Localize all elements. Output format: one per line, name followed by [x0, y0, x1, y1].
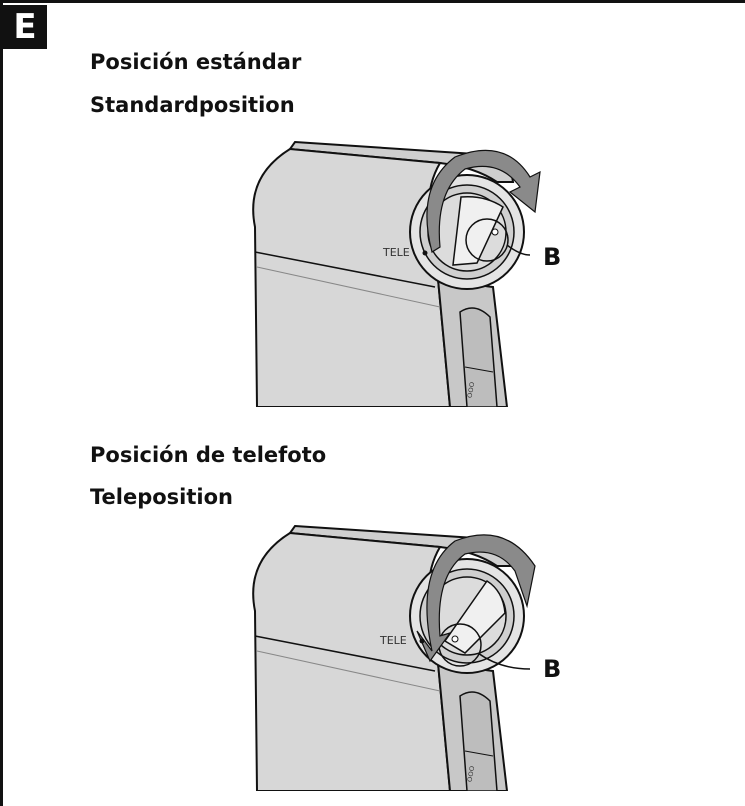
zoom-lever — [452, 195, 504, 266]
callout-label-b: B — [543, 243, 562, 271]
callout-leader — [506, 244, 531, 256]
camera-body — [252, 531, 452, 791]
figure2-title-german: Teleposition — [90, 485, 233, 509]
callout-label-b: B — [543, 655, 562, 683]
tele-label: TELE — [379, 634, 407, 647]
side-slot — [459, 307, 498, 407]
tele-label: TELE — [382, 246, 410, 259]
device-mark: ᴼᴼᴼ — [465, 381, 481, 400]
device-mark: ᴼᴼᴼ — [465, 765, 481, 784]
zoom-lever — [443, 579, 506, 654]
section-badge: E — [3, 5, 47, 49]
figure2-title-spanish: Posición de telefoto — [90, 443, 327, 467]
camera-illustration-standard: ᴼᴼᴼ TELE — [252, 140, 541, 407]
callout-leader — [477, 652, 531, 670]
rotation-arrow — [416, 534, 536, 663]
figure1-title-german: Standardposition — [90, 93, 295, 117]
rotation-arrow — [426, 149, 541, 253]
camera-body — [252, 147, 452, 407]
figure1-title-spanish: Posición estándar — [90, 50, 302, 74]
camera-illustration-telephoto: ᴼᴼᴼ TELE — [252, 524, 536, 791]
side-slot — [459, 691, 498, 791]
callout-circle — [465, 218, 509, 262]
